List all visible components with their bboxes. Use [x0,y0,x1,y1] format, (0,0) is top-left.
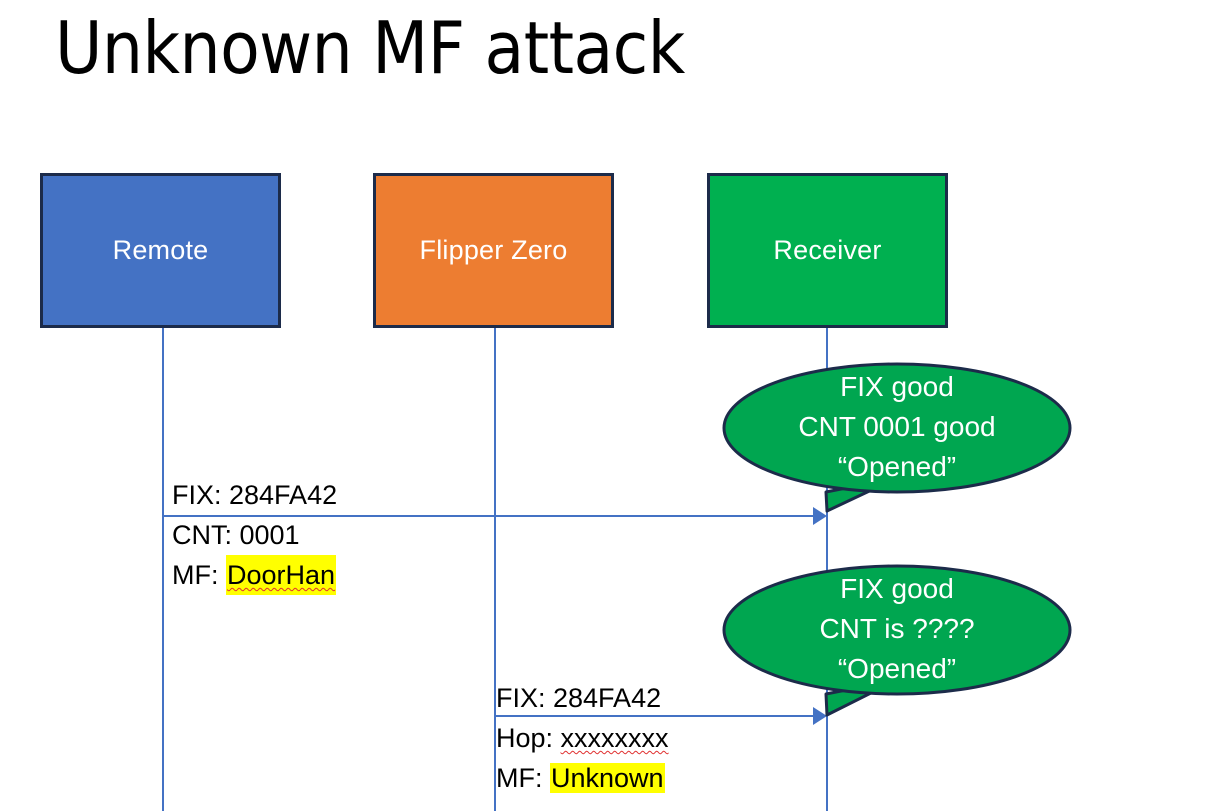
message-2-hop-value: xxxxxxxx [560,723,669,753]
message-text-1: FIX: 284FA42 CNT: 0001 MF: DoorHan [172,475,337,595]
page-title: Unknown MF attack [55,6,685,90]
message-arrowhead-2 [813,707,827,725]
actor-label-flipper: Flipper Zero [419,235,568,265]
actor-label-receiver: Receiver [773,235,882,265]
actor-label-remote: Remote [112,235,209,265]
message-2-line-mf: MF: Unknown [496,758,669,798]
message-2-mf-label: MF: [496,763,550,793]
message-2-line-fix: FIX: 284FA42 [496,683,662,713]
callout-1-ellipse [722,362,1072,494]
message-2-line-hop: Hop: xxxxxxxx [496,718,669,758]
message-2-mf-value: Unknown [550,763,665,793]
message-1-line-cnt: CNT: 0001 [172,520,300,550]
message-text-2: FIX: 284FA42 Hop: xxxxxxxx MF: Unknown [496,678,669,798]
actor-box-receiver[interactable]: Receiver [707,173,948,328]
callout-1-shape [722,362,1072,513]
callout-bubble-2[interactable]: FIX good CNT is ???? “Opened” [722,563,1072,721]
message-1-mf-label: MF: [172,560,226,590]
actor-box-flipper[interactable]: Flipper Zero [373,173,614,328]
message-arrowhead-1 [813,507,827,525]
lifeline-flipper [494,327,496,811]
actor-box-remote[interactable]: Remote [40,173,281,328]
callout-2-ellipse [722,564,1072,696]
callout-bubble-1[interactable]: FIX good CNT 0001 good “Opened” [722,361,1072,519]
callout-2-shape [722,564,1072,717]
message-line-2 [495,715,821,717]
message-2-hop-label: Hop: [496,723,561,753]
message-1-line-mf: MF: DoorHan [172,555,337,595]
message-1-line-fix: FIX: 284FA42 [172,480,338,510]
lifeline-receiver [826,327,828,811]
lifeline-remote [162,327,164,811]
message-1-mf-value: DoorHan [226,555,337,595]
message-line-1 [163,515,821,517]
